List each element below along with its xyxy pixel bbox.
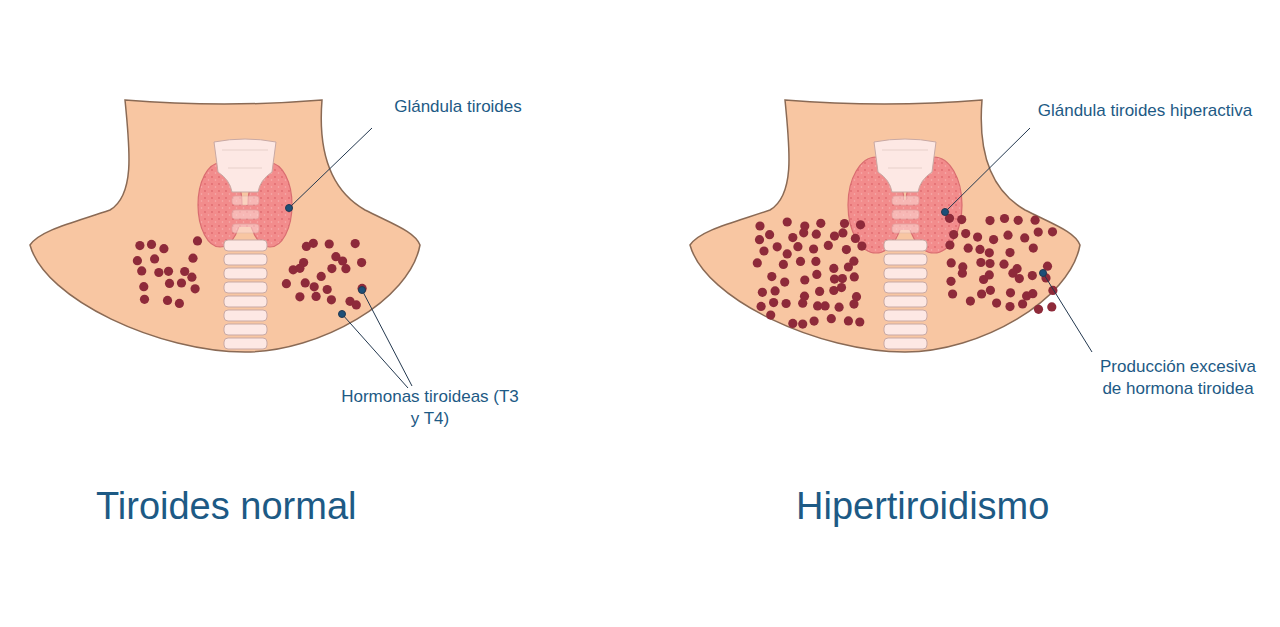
part-label: Glándula tiroides hiperactiva (1020, 100, 1270, 122)
figure-caption: Tiroides normal (96, 486, 356, 528)
figure-caption: Hipertiroidismo (796, 486, 1049, 528)
leader-lines (286, 128, 1093, 388)
hormone-dots (753, 214, 1058, 329)
hyper-neck (690, 100, 1080, 352)
normal-neck (30, 100, 420, 352)
trachea (884, 196, 927, 349)
part-label: Producción excesiva de hormona tiroidea (1090, 356, 1266, 400)
hormone-dots (133, 236, 367, 309)
part-label: Hormonas tiroideas (T3 y T4) (340, 386, 520, 430)
part-label: Glándula tiroides (378, 96, 538, 118)
trachea (224, 196, 267, 349)
